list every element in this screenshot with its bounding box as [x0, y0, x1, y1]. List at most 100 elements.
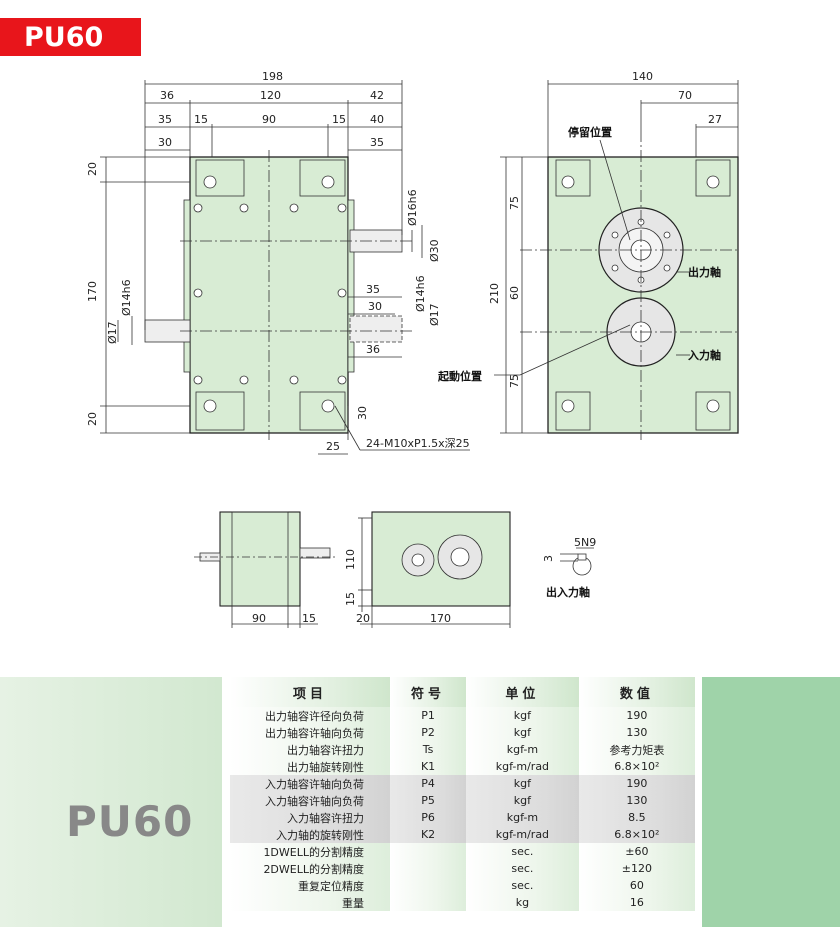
spec-value: 8.5 [578, 809, 695, 826]
spec-symbol: P1 [390, 707, 467, 724]
dim-text: 20 [356, 612, 370, 625]
dim-text: 20 [86, 412, 99, 426]
spec-color-panel [702, 677, 840, 927]
spec-unit: kgf [466, 707, 579, 724]
spec-unit: sec. [466, 843, 579, 860]
spec-symbol [390, 843, 467, 860]
shaft-dim-text: Ø30 [428, 239, 441, 262]
shaft-dim-text: Ø14h6 [120, 279, 133, 316]
dim-text: 70 [678, 89, 692, 102]
spec-symbol: K1 [390, 758, 467, 775]
spec-unit: kgf-m/rad [466, 758, 579, 775]
spec-value: 190 [578, 775, 695, 792]
dim-text: 198 [262, 70, 283, 83]
dim-text: 15 [332, 113, 346, 126]
spec-item: 出力轴容许轴向负荷 [230, 724, 390, 741]
spec-title-panel: PU60 [0, 677, 222, 927]
spec-title: PU60 [66, 797, 194, 846]
dim-text: 35 [158, 113, 172, 126]
spec-value: 190 [578, 707, 695, 724]
spec-item: 入力轴的旋转刚性 [230, 826, 390, 843]
spec-symbol: P6 [390, 809, 467, 826]
dim-text: 30 [158, 136, 172, 149]
dim-text: 36 [160, 89, 174, 102]
stop-position-label: 停留位置 [568, 125, 612, 139]
spec-value: 6.8×10² [578, 826, 695, 843]
spec-unit: sec. [466, 877, 579, 894]
spec-unit: kgf [466, 724, 579, 741]
key-dim-text: 5N9 [574, 536, 596, 549]
key-dim-text: 3 [542, 555, 555, 562]
spec-value: 130 [578, 792, 695, 809]
spec-header-row: 项目 符号 单位 数值 [230, 677, 695, 707]
spec-item: 入力轴容许轴向负荷 [230, 792, 390, 809]
spec-item: 入力轴容许轴向负荷 [230, 775, 390, 792]
dim-text: 110 [344, 549, 357, 570]
key-label: 出入力軸 [546, 585, 590, 599]
dim-text: 120 [260, 89, 281, 102]
spec-item: 重复定位精度 [230, 877, 390, 894]
spec-value: ±120 [578, 860, 695, 877]
spec-unit: kgf [466, 775, 579, 792]
input-shaft-label: 入力軸 [688, 348, 721, 362]
spec-symbol: P4 [390, 775, 467, 792]
spec-item: 出力轴容许扭力 [230, 741, 390, 758]
spec-unit: sec. [466, 860, 579, 877]
start-position-label: 起動位置 [437, 369, 482, 383]
spec-symbol: Ts [390, 741, 467, 758]
spec-unit: kgf-m [466, 809, 579, 826]
dim-text: 75 [508, 196, 521, 210]
spec-symbol: P5 [390, 792, 467, 809]
spec-unit: kgf [466, 792, 579, 809]
spec-value: 130 [578, 724, 695, 741]
spec-value: 60 [578, 877, 695, 894]
spec-item: 入力轴容许扭力 [230, 809, 390, 826]
dim-text: 35 [366, 283, 380, 296]
spec-symbol: P2 [390, 724, 467, 741]
shaft-dim-text: Ø17 [106, 321, 119, 344]
spec-value: 参考力矩表 [578, 741, 695, 758]
spec-value: ±60 [578, 843, 695, 860]
dim-text: 170 [86, 281, 99, 302]
spec-symbol [390, 877, 467, 894]
spec-row: 重复定位精度 sec.60 [230, 877, 695, 894]
dim-text: 210 [488, 283, 501, 304]
spec-symbol: K2 [390, 826, 467, 843]
dim-text: 36 [366, 343, 380, 356]
technical-drawing: 198 36 120 42 35 15 90 15 40 30 35 20 17… [86, 70, 740, 628]
dim-text: 20 [86, 162, 99, 176]
dim-text: 25 [326, 440, 340, 453]
dim-text: 27 [708, 113, 722, 126]
col-item-header: 项目 [230, 677, 390, 707]
dim-text: 90 [262, 113, 276, 126]
model-tag: PU60 [0, 18, 141, 56]
spec-item: 重量 [230, 894, 390, 911]
shaft-dim-text: Ø16h6 [406, 189, 419, 226]
spec-unit: kgf-m/rad [466, 826, 579, 843]
dim-text: 30 [368, 300, 382, 313]
dim-text: 90 [252, 612, 266, 625]
col-unit-header: 单位 [466, 677, 579, 707]
spec-item: 出力轴旋转刚性 [230, 758, 390, 775]
spec-symbol [390, 860, 467, 877]
dim-text: 170 [430, 612, 451, 625]
dim-text: 15 [344, 592, 357, 606]
spec-symbol [390, 894, 467, 911]
spec-unit: kgf-m [466, 741, 579, 758]
shaft-dim-text: Ø14h6 [414, 275, 427, 312]
dim-text: 42 [370, 89, 384, 102]
